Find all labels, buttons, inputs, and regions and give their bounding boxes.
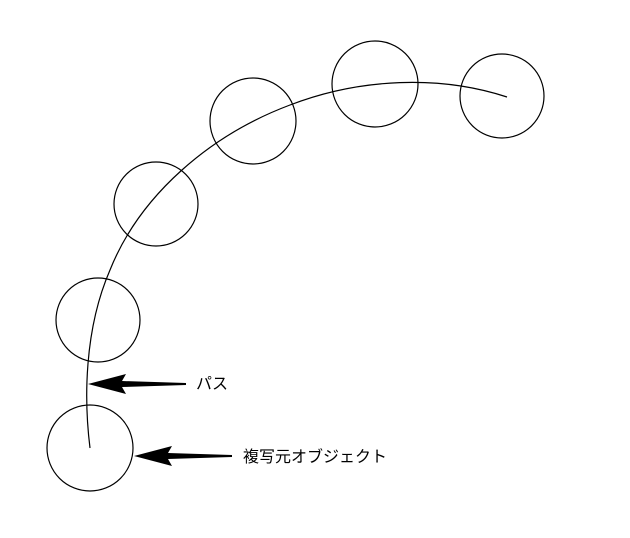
copied-circle [459, 53, 545, 139]
copied-objects [46, 40, 545, 492]
source-object-circle [46, 404, 134, 492]
source-object-label: 複写元オブジェクト [243, 447, 388, 466]
source-object-arrow-icon [134, 446, 232, 466]
path-arrow-icon [88, 374, 186, 394]
copied-circle [331, 40, 419, 128]
path-curve [86, 81, 508, 449]
copied-circle [55, 277, 141, 363]
copied-circle [113, 161, 199, 247]
path-label: パス [196, 374, 229, 393]
copied-circle [209, 77, 297, 165]
annotation-arrows [88, 374, 232, 466]
